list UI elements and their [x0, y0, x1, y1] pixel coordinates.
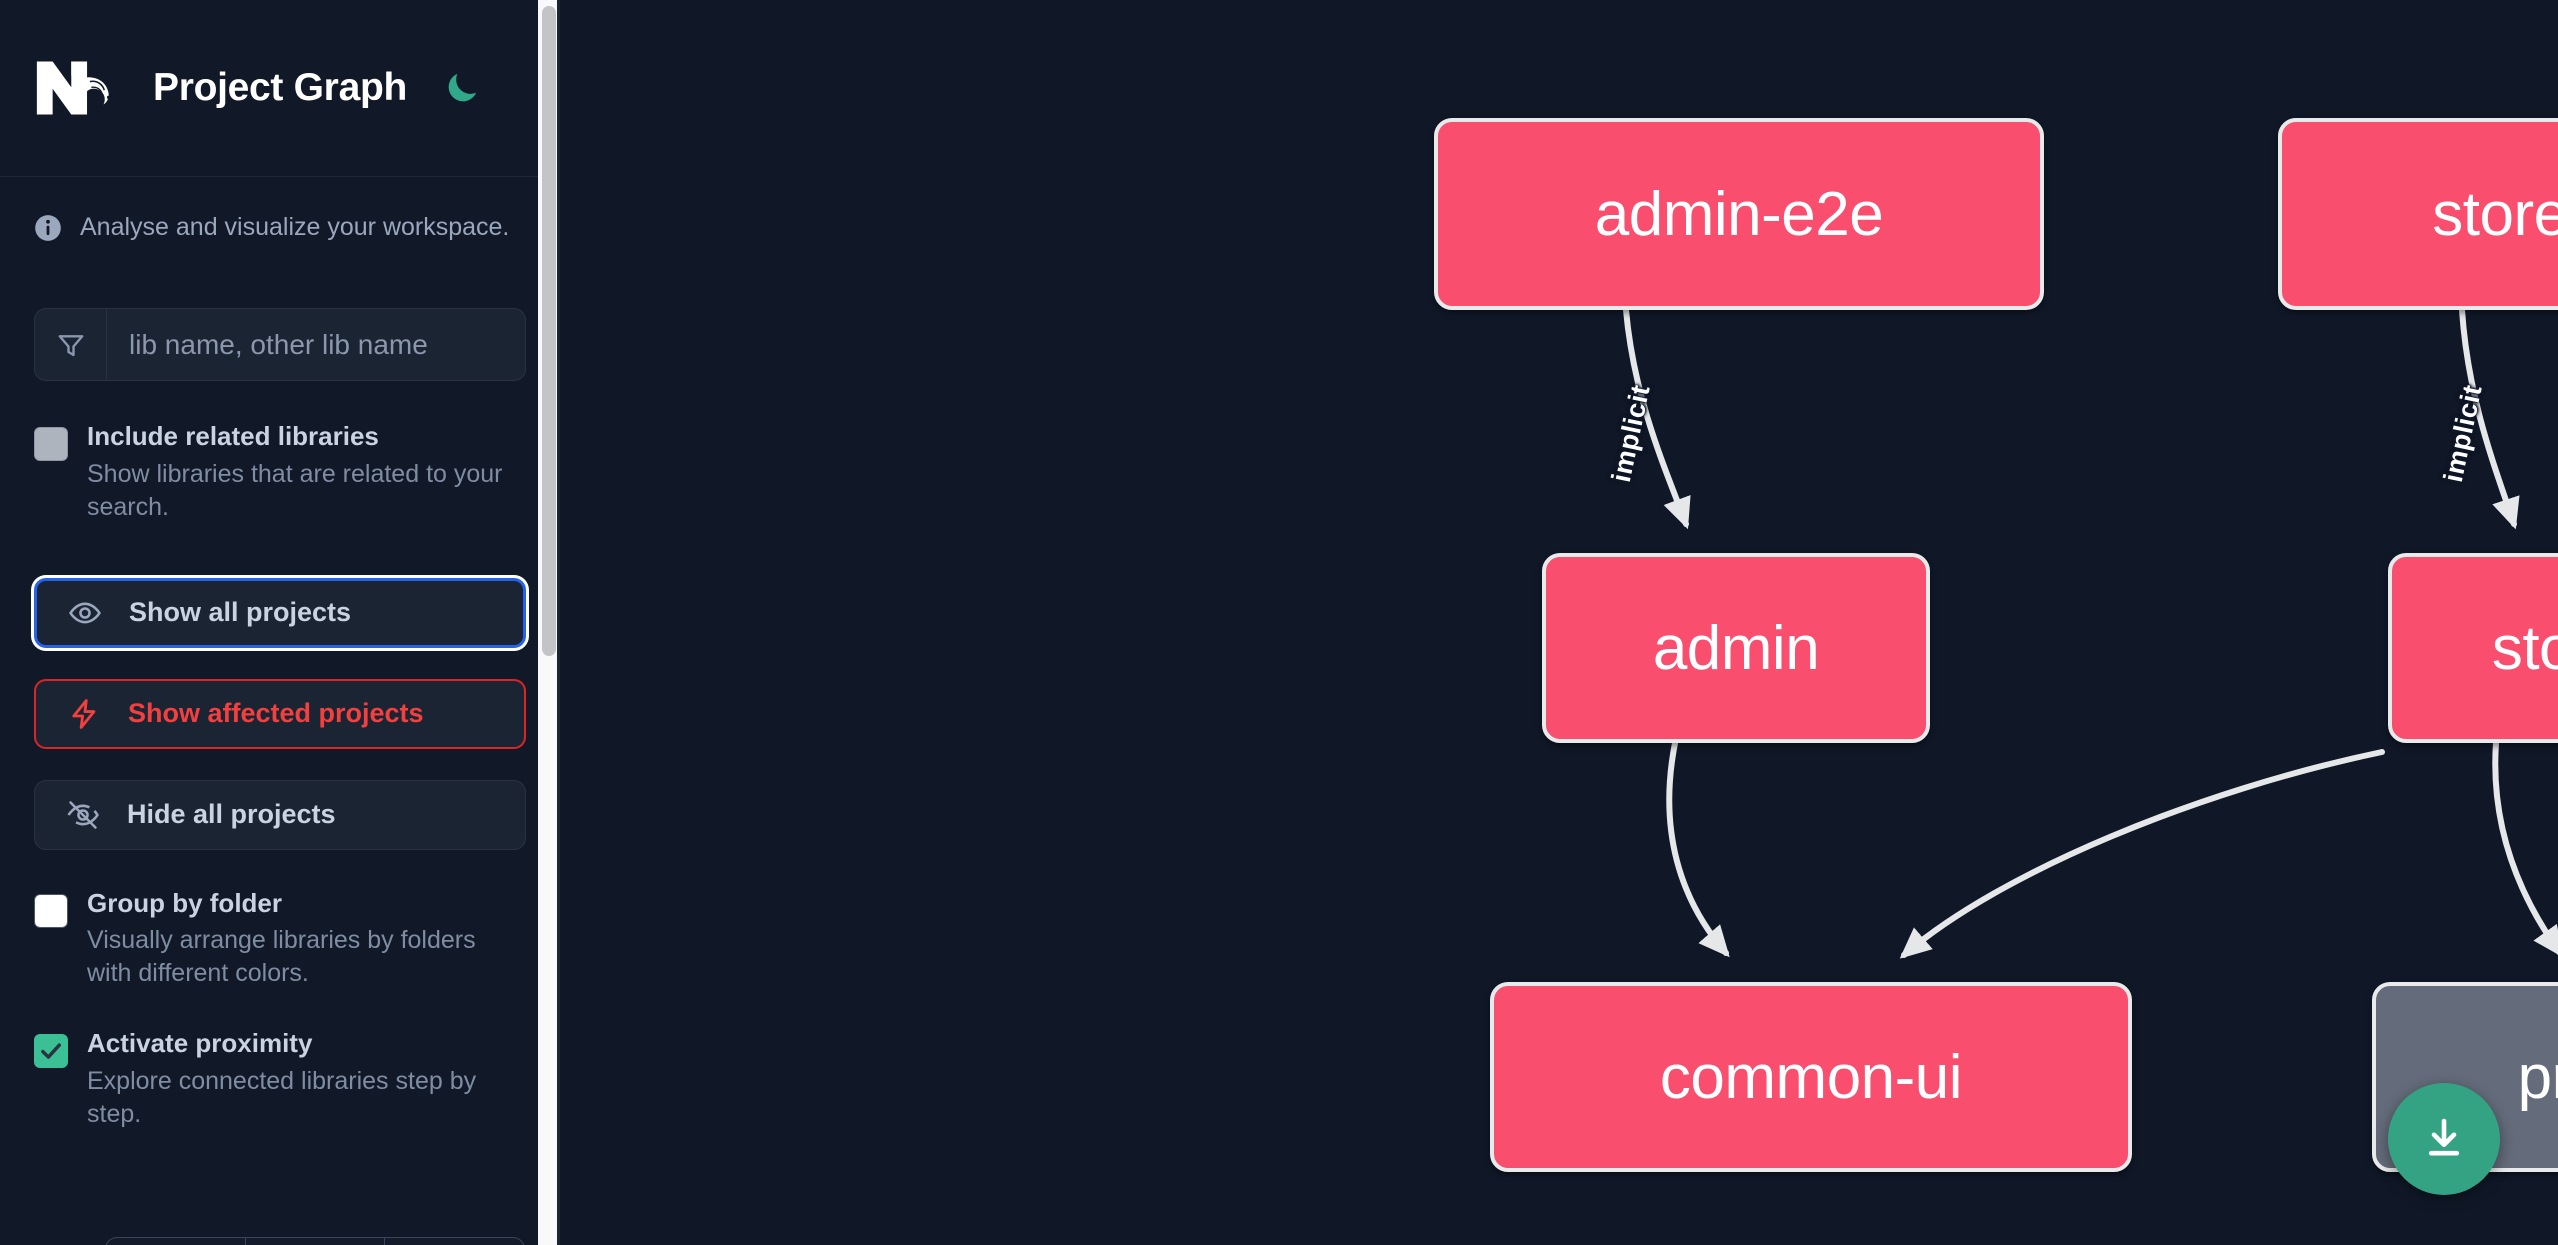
checkbox-activate-proximity[interactable] — [34, 1034, 68, 1069]
node-label: common-ui — [1659, 1042, 1963, 1112]
node-label: admin-e2e — [1594, 179, 1884, 249]
node-label: admin — [1652, 613, 1820, 683]
option-title: Group by folder — [87, 887, 282, 918]
edge-store-to-products — [2492, 740, 2558, 958]
download-icon — [2420, 1114, 2468, 1165]
node-label: products — [2517, 1042, 2558, 1112]
graph-node-store[interactable]: store — [2388, 553, 2558, 743]
graph-edges — [1623, 307, 2558, 959]
graph-node-admin-e2e[interactable]: admin-e2e — [1434, 118, 2044, 310]
search-input[interactable] — [107, 309, 525, 380]
edge-admin-to-common-ui — [1666, 740, 1730, 958]
filter-input-container[interactable] — [34, 308, 526, 381]
show-affected-projects-button[interactable]: Show affected projects — [34, 678, 526, 749]
option-description: Show libraries that are related to your … — [87, 459, 503, 521]
tagline-text: Analyse and visualize your workspace. — [80, 213, 510, 241]
segment-3[interactable] — [385, 1238, 524, 1245]
moon-icon[interactable] — [440, 66, 484, 110]
option-description: Explore connected libraries step by step… — [87, 1067, 477, 1129]
option-title: Activate proximity — [87, 1028, 313, 1059]
edge-store-to-common-ui — [1899, 749, 2385, 959]
checkbox-include-related-libraries[interactable] — [34, 427, 68, 461]
eye-off-icon — [65, 797, 101, 833]
graph-node-common-ui[interactable]: common-ui — [1490, 982, 2132, 1172]
sidebar-scrollbar-track[interactable] — [538, 0, 560, 1245]
sidebar-header: Project Graph — [0, 0, 560, 177]
sidebar: Project Graph Analyse and visualize your… — [0, 0, 560, 1245]
graph-canvas[interactable]: admin-e2e store-e2e admin store common-u… — [560, 0, 2558, 1245]
node-label: store — [2491, 613, 2558, 683]
button-label: Show affected projects — [128, 698, 424, 729]
edge-admin-e2e-to-admin — [1623, 307, 1691, 530]
sidebar-divider — [557, 0, 560, 1245]
lightning-icon — [66, 696, 102, 732]
segment-2[interactable] — [246, 1238, 386, 1245]
button-label: Show all projects — [129, 597, 352, 628]
tagline: Analyse and visualize your workspace. — [0, 177, 560, 242]
sidebar-scrollbar-thumb[interactable] — [542, 6, 556, 656]
graph-node-admin[interactable]: admin — [1542, 553, 1930, 743]
option-include-related-libraries[interactable]: Include related libraries Show libraries… — [0, 421, 560, 524]
segment-1[interactable] — [106, 1238, 246, 1245]
hide-all-projects-button[interactable]: Hide all projects — [34, 779, 526, 850]
graph-node-store-e2e[interactable]: store-e2e — [2278, 118, 2558, 310]
page-title: Project Graph — [153, 66, 407, 109]
edge-store-e2e-to-store — [2459, 307, 2520, 530]
filter-icon — [35, 309, 107, 380]
option-title: Include related libraries — [87, 421, 379, 451]
option-description: Visually arrange libraries by folders wi… — [87, 926, 476, 988]
node-label: store-e2e — [2432, 179, 2558, 249]
projects-button-group: Show all projects Show affected projects — [0, 577, 560, 850]
download-graph-button[interactable] — [2388, 1083, 2500, 1195]
option-activate-proximity[interactable]: Activate proximity Explore connected lib… — [0, 1028, 560, 1131]
nx-logo-icon — [34, 57, 120, 119]
show-all-projects-button[interactable]: Show all projects — [34, 577, 526, 648]
checkbox-group-by-folder[interactable] — [34, 893, 68, 928]
info-icon — [34, 214, 62, 242]
eye-icon — [67, 595, 103, 631]
bottom-segmented-control[interactable] — [105, 1237, 525, 1245]
option-group-by-folder[interactable]: Group by folder Visually arrange librari… — [0, 888, 560, 991]
button-label: Hide all projects — [127, 799, 336, 830]
